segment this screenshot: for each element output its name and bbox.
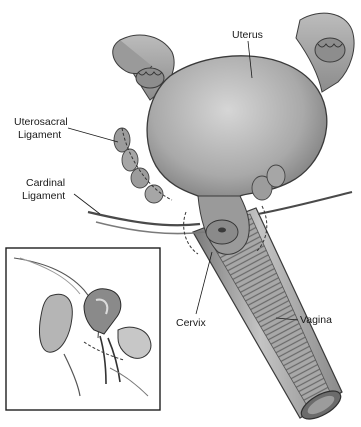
inset-sagittal-view <box>6 248 160 410</box>
svg-text:Ligament: Ligament <box>18 129 61 141</box>
svg-text:Cervix: Cervix <box>176 317 207 329</box>
label-cervix: Cervix <box>176 252 212 329</box>
label-cardinal-ligament: Cardinal Ligament <box>22 177 100 214</box>
label-uterosacral-ligament: Uterosacral Ligament <box>14 116 118 142</box>
svg-text:Vagina: Vagina <box>300 314 332 326</box>
svg-text:Cardinal: Cardinal <box>26 177 65 189</box>
svg-text:Uterus: Uterus <box>232 29 263 41</box>
svg-text:Ligament: Ligament <box>22 190 65 202</box>
svg-text:Uterosacral: Uterosacral <box>14 116 68 128</box>
